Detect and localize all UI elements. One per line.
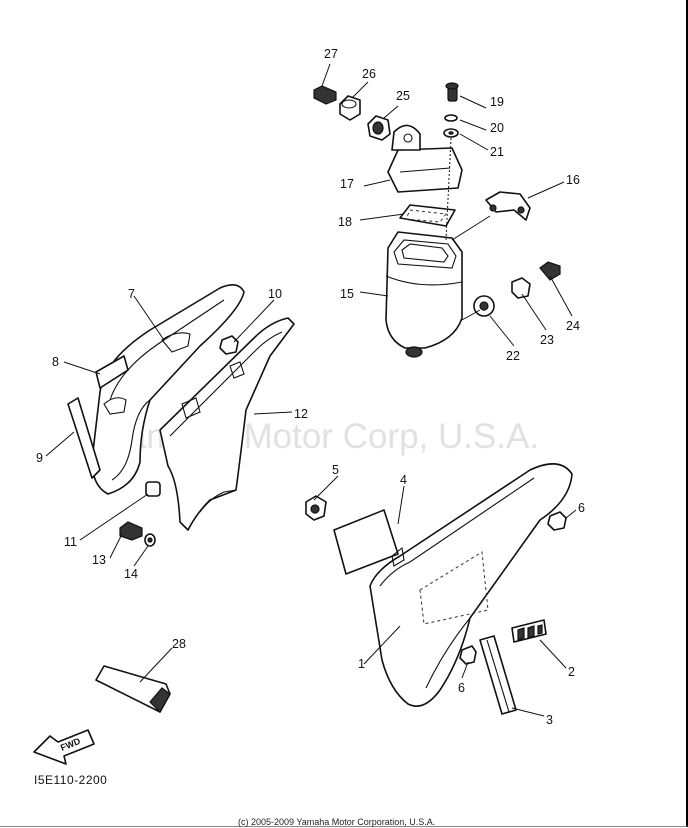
- damper-6b: [459, 645, 477, 665]
- callout-9: 9: [36, 451, 43, 465]
- callout-19: 19: [490, 95, 504, 109]
- callout-2: 2: [568, 665, 575, 679]
- callout-27: 27: [324, 47, 338, 61]
- callout-22: 22: [506, 349, 520, 363]
- callout-12: 12: [294, 407, 308, 421]
- callout-13: 13: [92, 553, 106, 567]
- callout-16: 16: [566, 173, 580, 187]
- callout-18: 18: [338, 215, 352, 229]
- bracket: [485, 191, 531, 221]
- callout-3: 3: [546, 713, 553, 727]
- damper-6a: [547, 511, 567, 531]
- bolt-27: [313, 85, 337, 105]
- callout-4: 4: [400, 473, 407, 487]
- callout-labels: 1 2 3 4 5 6 6 7 8 9 10 11 12 13 14 15 16…: [36, 47, 585, 727]
- callout-15: 15: [340, 287, 354, 301]
- drawing-code: I5E110-2200: [34, 773, 107, 787]
- callout-21: 21: [490, 145, 504, 159]
- callout-26: 26: [362, 67, 376, 81]
- copyright-notice: (c) 2005-2009 Yamaha Motor Corporation, …: [238, 817, 435, 827]
- emblem-8: [95, 355, 129, 389]
- callout-10: 10: [268, 287, 282, 301]
- left-side-cover: [91, 284, 245, 495]
- part-28: [95, 665, 171, 713]
- air-box-assembly: [313, 82, 561, 358]
- callout-5: 5: [332, 463, 339, 477]
- callout-24: 24: [566, 319, 580, 333]
- strip-9: [67, 397, 101, 479]
- left-side-cover-assembly: [67, 284, 295, 547]
- callout-14: 14: [124, 567, 138, 581]
- callout-8: 8: [52, 355, 59, 369]
- washer-20: [444, 114, 458, 122]
- inner-panel: [159, 317, 295, 531]
- bolt-24: [539, 261, 561, 281]
- callout-25: 25: [396, 89, 410, 103]
- grommet-10: [219, 335, 239, 355]
- callout-20: 20: [490, 121, 504, 135]
- callout-11: 11: [64, 535, 77, 549]
- callout-28: 28: [172, 637, 186, 651]
- callout-23: 23: [540, 333, 554, 347]
- sheet-4: [333, 509, 399, 575]
- air-box-body: [385, 231, 463, 349]
- callout-17: 17: [340, 177, 354, 191]
- callout-7: 7: [128, 287, 135, 301]
- callout-6b: 6: [458, 681, 465, 695]
- drain-plug: [405, 346, 423, 358]
- leader-lines: [45, 63, 577, 717]
- callout-1: 1: [358, 657, 365, 671]
- bolt-13: [119, 521, 143, 541]
- callout-6a: 6: [578, 501, 585, 515]
- damper-11: [145, 481, 161, 497]
- fwd-arrow-icon: FWD: [33, 729, 95, 765]
- right-side-cover: [369, 463, 573, 707]
- right-side-cover-assembly: [305, 463, 573, 715]
- collar-23: [511, 277, 531, 299]
